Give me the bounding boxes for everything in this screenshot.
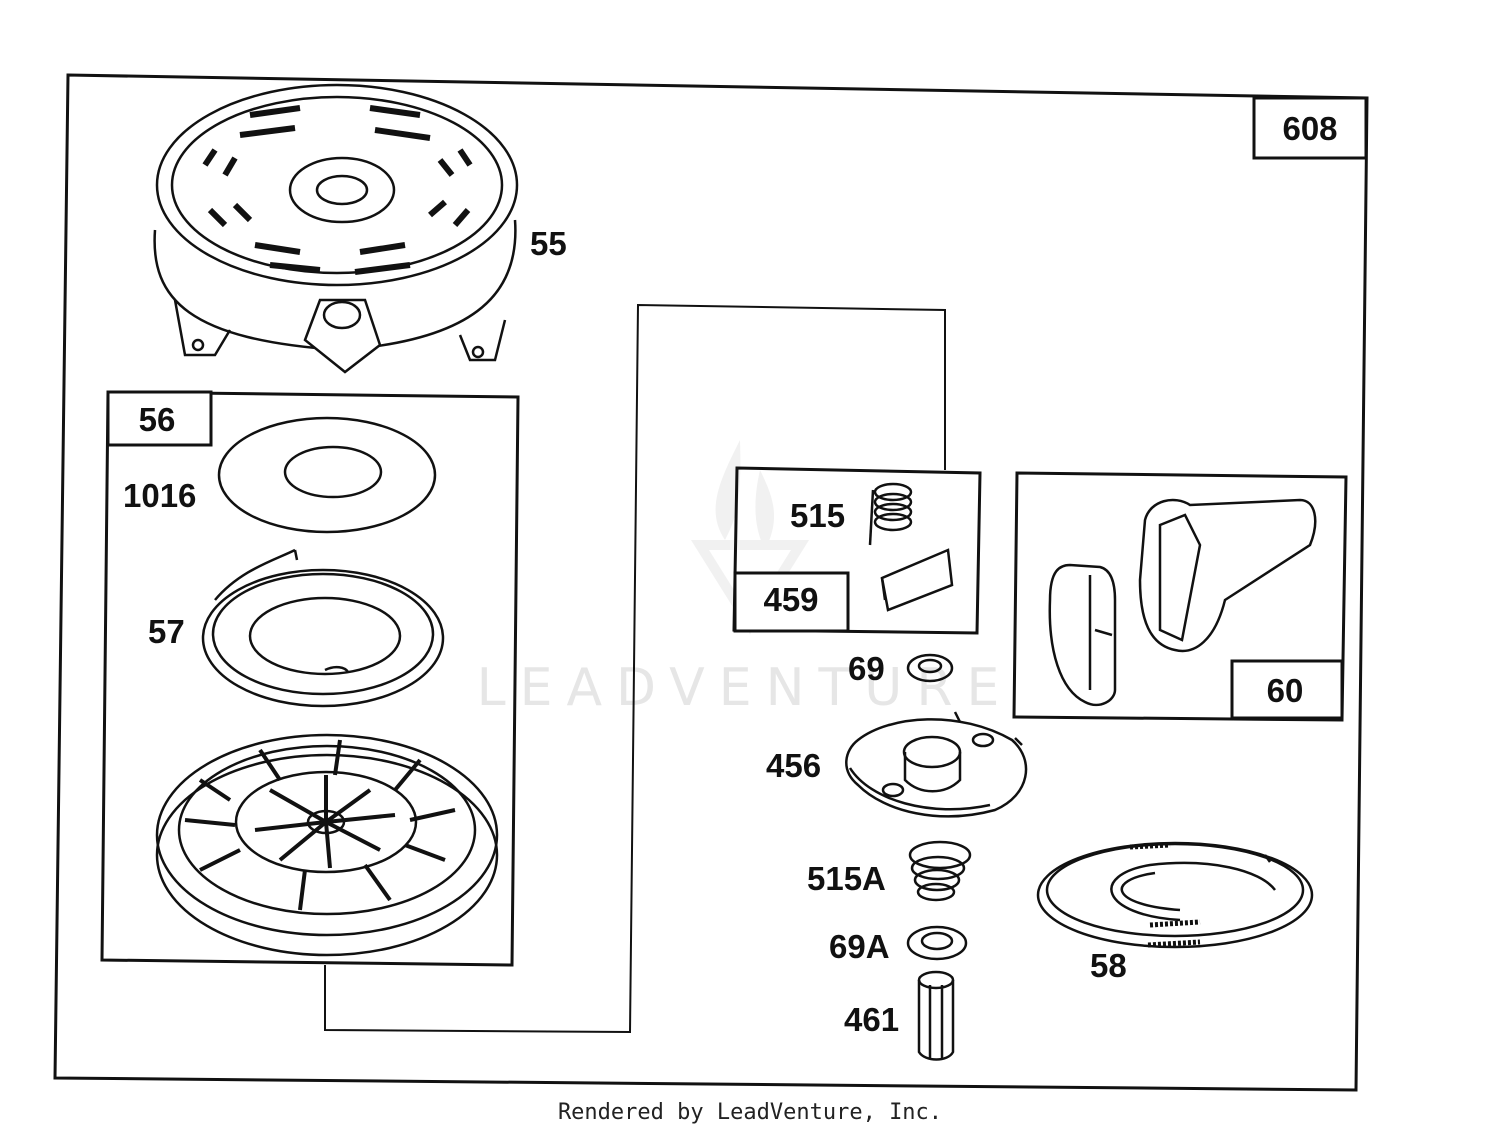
retainer-pin-part-461	[919, 972, 953, 1060]
washer-part-69a	[908, 927, 966, 959]
starter-housing-part	[155, 85, 517, 372]
pulley-assembly-box	[102, 392, 518, 965]
starter-pulley-part	[157, 735, 497, 955]
starter-rope-part-58	[1038, 843, 1312, 947]
washer-part-69	[908, 655, 952, 681]
part-label-58: 58	[1090, 947, 1127, 984]
assembly-label-box: 608	[1254, 98, 1366, 158]
starter-handle-label-box	[1232, 661, 1342, 718]
pawl-assembly-label-box	[735, 573, 848, 631]
pawl-spring-part-515	[870, 484, 911, 545]
watermark-text: LEADVENTURE	[477, 658, 1014, 718]
footer-credit: Rendered by LeadVenture, Inc.	[557, 1100, 943, 1125]
connector-line	[325, 305, 945, 1032]
rewind-spring-part-57	[203, 550, 443, 706]
part-label-69a: 69A	[829, 928, 890, 965]
assembly-label: 608	[1282, 110, 1337, 147]
part-label-56: 56	[139, 401, 176, 438]
part-label-459: 459	[763, 581, 818, 618]
washer-part-1016	[219, 418, 435, 532]
part-label-69: 69	[848, 650, 885, 687]
part-label-456: 456	[766, 747, 821, 784]
part-label-57: 57	[148, 613, 185, 650]
outer-frame	[55, 75, 1367, 1090]
starter-handle-box	[1014, 473, 1346, 720]
part-label-1016: 1016	[123, 477, 196, 514]
part-label-60: 60	[1267, 672, 1304, 709]
spring-part-515a	[910, 842, 970, 900]
pawl-part-459	[882, 550, 952, 610]
pulley-assembly-label-box	[108, 392, 211, 445]
part-label-515a: 515A	[807, 860, 886, 897]
part-label-55: 55	[530, 225, 567, 262]
starter-handle-part	[1050, 500, 1315, 705]
cup-plate-part-456	[846, 712, 1026, 816]
part-label-461: 461	[844, 1001, 899, 1038]
part-label-515: 515	[790, 497, 845, 534]
